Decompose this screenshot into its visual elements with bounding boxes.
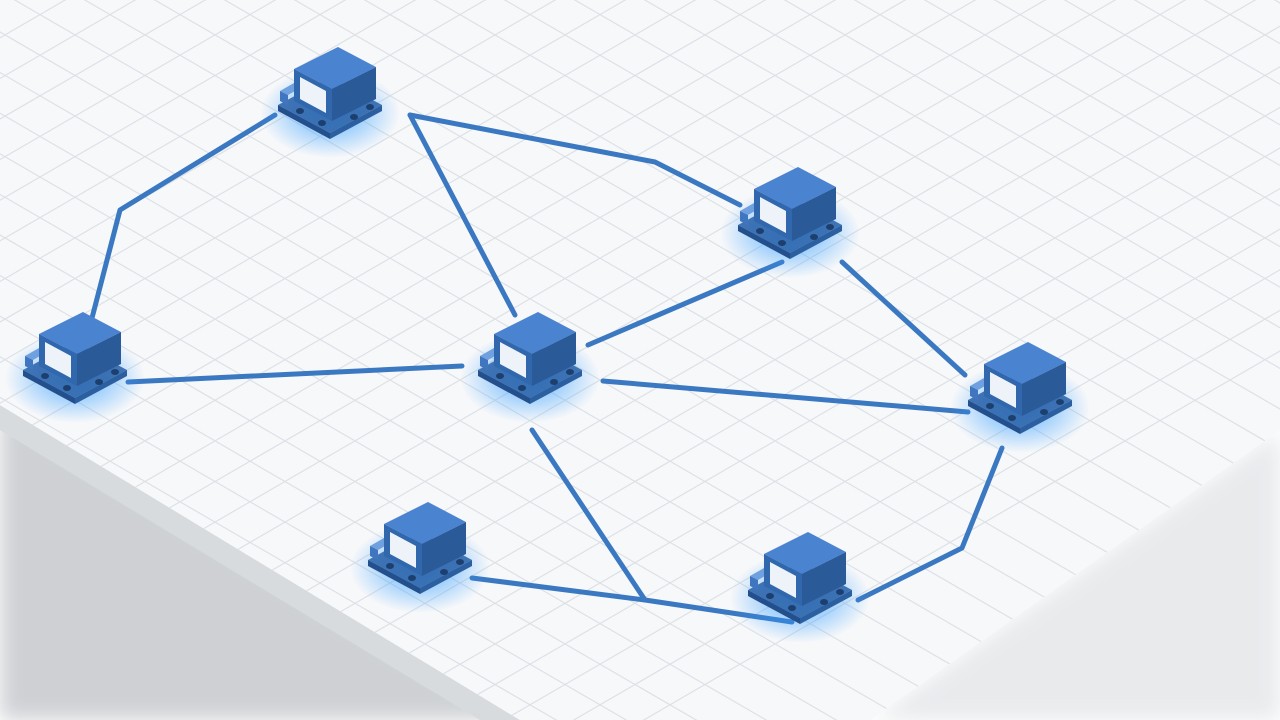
node-agv-right[interactable] <box>950 342 1090 453</box>
agv-robot-icon <box>23 312 127 404</box>
agv-robot-icon <box>968 342 1072 434</box>
agv-robot-icon <box>748 532 852 624</box>
link-layer <box>89 112 1005 625</box>
link-agv-center-to-agv-top-right <box>585 259 785 348</box>
node-agv-left[interactable] <box>5 312 145 423</box>
link-agv-bottom-left-to-junction-bottom <box>469 575 648 603</box>
node-agv-top-right[interactable] <box>720 167 860 278</box>
link-agv-right-to-agv-bottom-right <box>855 445 1005 603</box>
link-agv-center-to-agv-right <box>600 378 971 415</box>
link-agv-top-right-to-agv-right <box>839 259 968 378</box>
agv-robot-icon <box>368 502 472 594</box>
link-agv-center-to-junction-bottom <box>529 427 648 603</box>
node-agv-center[interactable] <box>460 312 600 423</box>
link-agv-top-left-to-agv-left <box>89 112 278 321</box>
agv-robot-icon <box>478 312 582 404</box>
agv-robot-icon <box>278 47 382 139</box>
agv-robot-icon <box>738 167 842 259</box>
link-agv-top-left-to-agv-top-right <box>407 112 743 208</box>
link-agv-left-to-agv-center <box>125 363 465 385</box>
link-agv-top-left-to-agv-center <box>407 112 518 318</box>
node-agv-bottom-left[interactable] <box>350 502 490 613</box>
node-agv-bottom-right[interactable] <box>730 532 870 643</box>
node-layer <box>5 47 1090 643</box>
node-agv-top-left[interactable] <box>260 47 400 158</box>
